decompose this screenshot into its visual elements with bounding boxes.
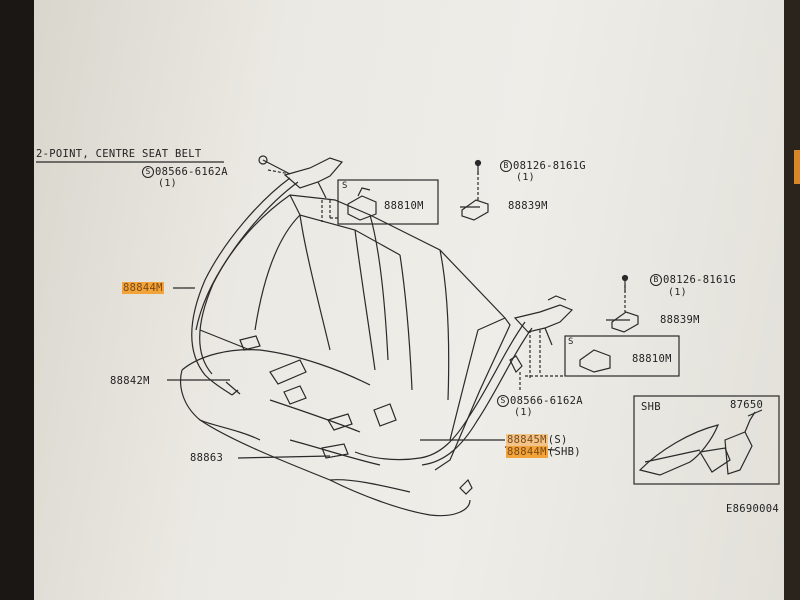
qty-part-10: (1) [514, 407, 533, 418]
part-number: 88845M [506, 434, 548, 446]
symbol-b: B [500, 160, 512, 172]
diagram-title: 2-POINT, CENTRE SEAT BELT [36, 148, 202, 160]
seat-cushion-outline [179, 369, 471, 517]
qty-part-2: (1) [516, 172, 535, 183]
qty-part-6: (1) [668, 287, 687, 298]
label-88839m-upper: 88839M [508, 200, 548, 212]
inset-part-number: 87650 [730, 399, 764, 411]
right-belt-strap [354, 321, 526, 461]
buckle-left [239, 335, 261, 351]
highlighted-part-number: 88844M [506, 446, 548, 458]
label-88810m-lower: 88810M [632, 353, 672, 365]
right-retractor [513, 304, 574, 333]
variant-label: (SHB) [547, 446, 581, 458]
part-box-88810m-upper [337, 179, 439, 225]
label-88863: 88863 [190, 452, 224, 464]
bracket-88839m-lower [611, 311, 639, 333]
buckle-mid-left [269, 359, 307, 385]
inset-label-shb: SHB [641, 401, 661, 413]
label-88839m-lower: 88839M [660, 314, 700, 326]
label-88810m-upper: 88810M [384, 200, 424, 212]
left-retractor [283, 157, 344, 189]
symbol-b: B [650, 274, 662, 286]
label-88844m-left: 88844M [122, 282, 164, 294]
symbol-s: S [497, 395, 509, 407]
buckle-right [373, 403, 397, 427]
part-number: 08126-8161G [513, 160, 586, 172]
drawing-paper [34, 0, 784, 600]
part-number: 08566-6162A [510, 395, 583, 407]
left-belt-strap [191, 177, 291, 396]
box-symbol-lower: S [568, 337, 574, 347]
buckle-center [327, 413, 353, 431]
box-symbol-upper: S [342, 181, 348, 191]
variant-label: (S) [547, 434, 568, 446]
figure-code: E8690004 [726, 503, 779, 515]
qty-part-1: (1) [158, 178, 177, 189]
label-88844m-right: 88844M(SHB) [506, 446, 581, 458]
bracket-88839m-upper [461, 199, 489, 221]
part-number: 08566-6162A [155, 166, 228, 178]
part-box-88810m-lower [564, 335, 680, 377]
side-tab [794, 150, 800, 184]
symbol-s: S [142, 166, 154, 178]
inset-box-shb [633, 395, 780, 485]
label-88842m: 88842M [110, 375, 150, 387]
label-88845m: 88845M(S) [506, 434, 568, 446]
part-number: 08126-8161G [663, 274, 736, 286]
highlighted-part-number: 88844M [122, 282, 164, 294]
